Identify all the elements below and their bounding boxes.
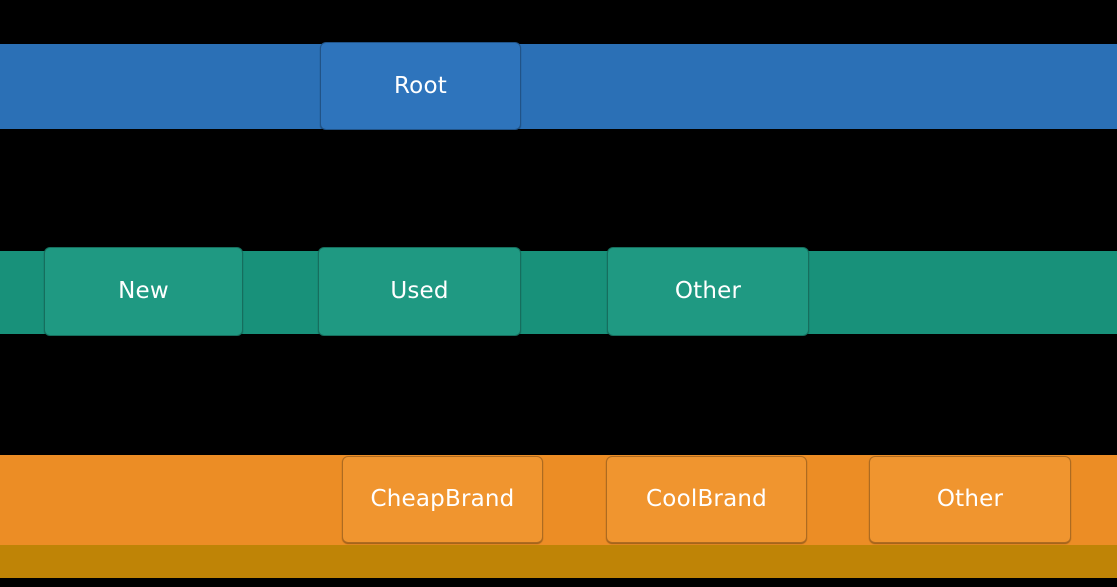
tree-node-used-l1[interactable]: Used xyxy=(318,247,521,336)
node-label: Root xyxy=(394,72,447,99)
node-label: Used xyxy=(390,278,449,304)
tree-node-cheapbrand-l2[interactable]: CheapBrand xyxy=(342,456,543,543)
leaf-level-strip xyxy=(0,545,1117,578)
node-label: CoolBrand xyxy=(646,486,767,512)
tree-node-coolbrand-l2[interactable]: CoolBrand xyxy=(606,456,807,543)
tree-node-other-l1[interactable]: Other xyxy=(607,247,809,336)
tree-node-other-l2[interactable]: Other xyxy=(869,456,1071,543)
node-label: New xyxy=(118,278,169,304)
tree-node-new-l1[interactable]: New xyxy=(44,247,243,336)
node-label: CheapBrand xyxy=(370,486,515,512)
level-bar-level-0 xyxy=(0,44,1117,129)
tree-node-root-l0[interactable]: Root xyxy=(320,42,521,130)
node-label: Other xyxy=(936,486,1004,512)
node-label: Other xyxy=(674,278,742,304)
